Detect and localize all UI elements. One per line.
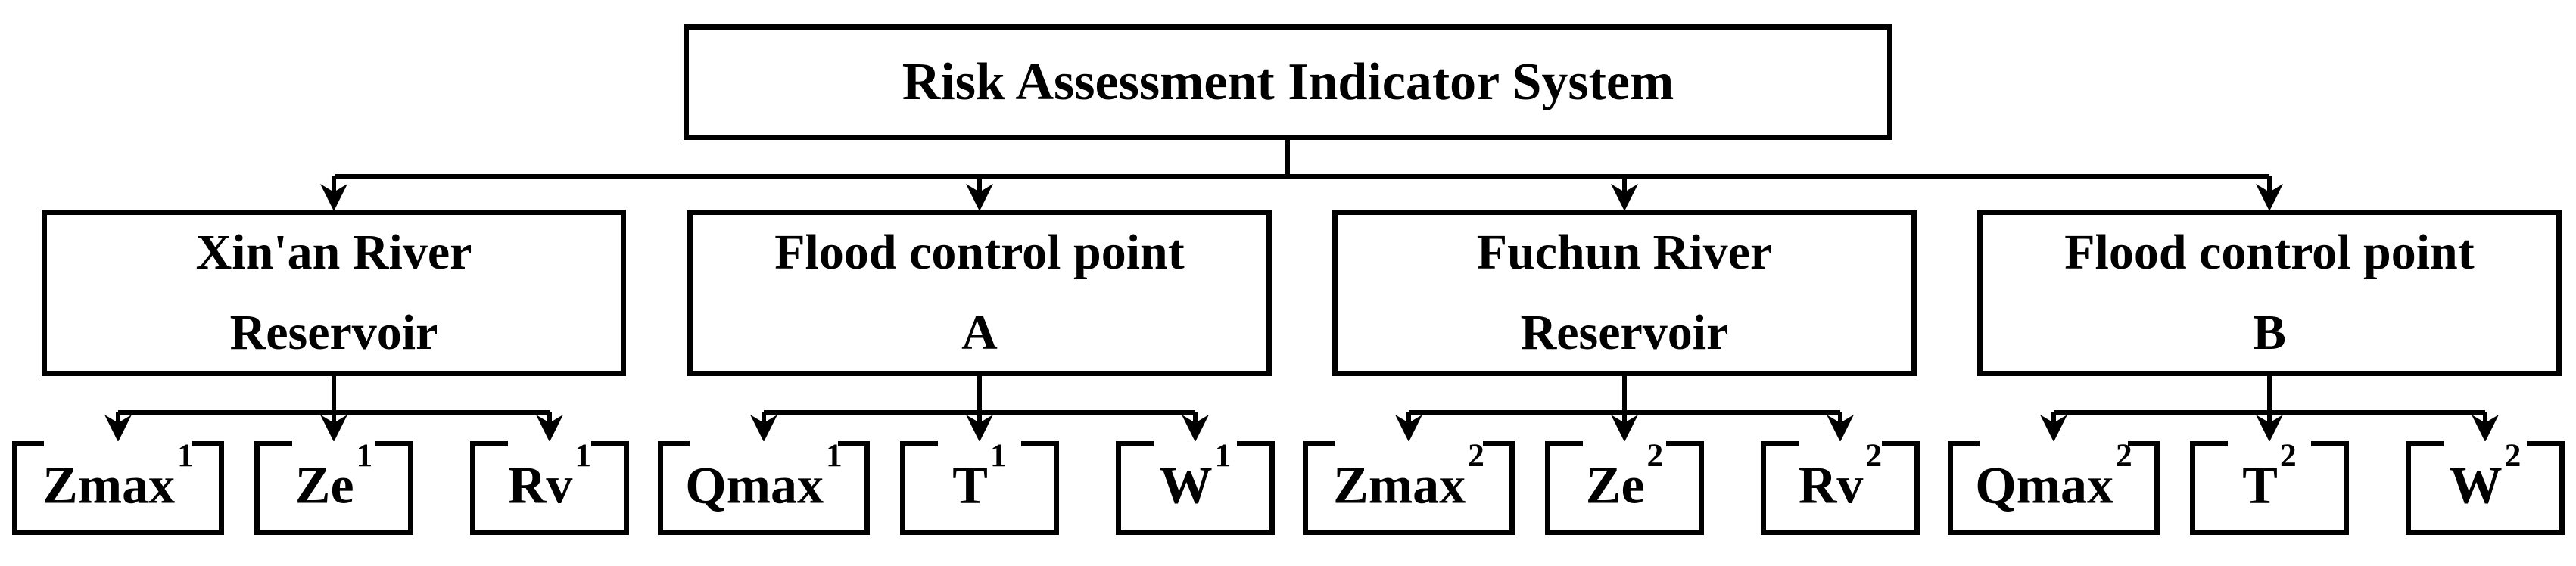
leaf-node-zmax2: Zmax2 [1303, 440, 1515, 535]
leaf-drop-connector [2483, 412, 2487, 428]
leaf-label-base: T [2242, 456, 2278, 515]
leaf-label-base: Rv [507, 456, 573, 515]
root-stem-connector [1285, 140, 1290, 179]
leaf-label-superscript: 2 [1646, 437, 1664, 474]
leaf-drop-connector [2051, 412, 2056, 428]
group-node-label-line1: Flood control point [774, 225, 1185, 280]
group-node-xinan-river-reservoir: Xin'an River Reservoir [42, 210, 626, 376]
leaf-label: Qmax2 [1975, 440, 2132, 515]
leaf-label: Zmax2 [1333, 440, 1484, 515]
leaf-drop-connector [1838, 412, 1842, 428]
group-node-label-line2: Reservoir [1520, 305, 1729, 360]
leaf-label: Qmax1 [685, 440, 842, 515]
leaf-label: T2 [2242, 440, 2296, 515]
leaf-node-qmax1: Qmax1 [658, 440, 870, 535]
group-node-label-line1: Flood control point [2064, 225, 2475, 280]
leaf-label-superscript: 1 [990, 437, 1007, 474]
leaf-label-base: Ze [294, 456, 354, 515]
leaf-node-qmax2: Qmax2 [1948, 440, 2160, 535]
leaf-drop-connector [332, 412, 336, 428]
leaf-label: W2 [2449, 440, 2521, 515]
leaf-node-w1: W1 [1116, 440, 1275, 535]
group-node-label-line2: Reservoir [229, 305, 438, 360]
group-node-flood-control-point-b: Flood control point B [1977, 210, 2562, 376]
group1-stem-connector [332, 376, 336, 415]
leaf-drop-connector [547, 412, 552, 428]
group1-drop-connector [332, 176, 336, 195]
leaf-drop-connector [977, 412, 982, 428]
group2-drop-connector [977, 176, 982, 195]
leaf-node-ze2: Ze2 [1545, 440, 1704, 535]
leaf-label-base: T [952, 456, 988, 515]
leaf-label: Zmax1 [42, 440, 194, 515]
leaf-label-superscript: 1 [1214, 437, 1232, 474]
leaf-label-superscript: 1 [575, 437, 592, 474]
leaf-drop-connector [1622, 412, 1627, 428]
leaf-label-base: Qmax [1975, 456, 2114, 515]
leaf-drop-connector [762, 412, 766, 428]
leaf-label: W1 [1159, 440, 1232, 515]
root-node: Risk Assessment Indicator System [684, 24, 1892, 140]
group4-drop-connector [2267, 176, 2272, 195]
leaf-label: T1 [952, 440, 1006, 515]
level1-rail-connector [335, 174, 2269, 179]
leaf-label-superscript: 2 [1468, 437, 1484, 474]
group-node-flood-control-point-a: Flood control point A [687, 210, 1272, 376]
leaf-node-t2: T2 [2190, 440, 2349, 535]
leaf-label-base: Zmax [42, 456, 176, 515]
leaf-label: Rv2 [1798, 440, 1882, 515]
group-node-label-line2: A [961, 305, 998, 360]
group2-stem-connector [977, 376, 982, 415]
group-node-label-line2: B [2252, 305, 2287, 360]
leaf-label-superscript: 2 [2116, 437, 2132, 474]
leaf-label-base: W [2449, 456, 2503, 515]
leaf-drop-connector [2267, 412, 2272, 428]
leaf-label-superscript: 1 [177, 437, 194, 474]
group3-drop-connector [1622, 176, 1627, 195]
group4-stem-connector [2267, 376, 2272, 415]
leaf-label: Ze1 [294, 440, 372, 515]
leaf-label-superscript: 2 [2504, 437, 2521, 474]
leaf-label-base: Qmax [685, 456, 824, 515]
group-node-label-line1: Xin'an River [195, 225, 472, 280]
leaf-node-rv2: Rv2 [1761, 440, 1920, 535]
leaf-label-superscript: 2 [2280, 437, 2297, 474]
leaf-node-zmax1: Zmax1 [12, 440, 224, 535]
leaf-drop-connector [1406, 412, 1411, 428]
group-node-fuchun-river-reservoir: Fuchun River Reservoir [1332, 210, 1917, 376]
leaf-label: Rv1 [507, 440, 591, 515]
leaf-label-base: Rv [1798, 456, 1864, 515]
leaf-label-base: Zmax [1333, 456, 1466, 515]
leaf-label-superscript: 1 [826, 437, 843, 474]
leaf-node-ze1: Ze1 [254, 440, 413, 535]
root-node-label: Risk Assessment Indicator System [902, 52, 1674, 111]
group3-stem-connector [1622, 376, 1627, 415]
leaf-label-superscript: 1 [356, 437, 373, 474]
leaf-node-t1: T1 [900, 440, 1059, 535]
leaf-node-rv1: Rv1 [470, 440, 629, 535]
leaf-label-superscript: 2 [1865, 437, 1883, 474]
group-node-label-line1: Fuchun River [1476, 225, 1773, 280]
leaf-label-base: Ze [1585, 456, 1645, 515]
leaf-drop-connector [116, 412, 120, 428]
leaf-drop-connector [1193, 412, 1198, 428]
leaf-label: Ze2 [1585, 440, 1663, 515]
leaf-label-base: W [1159, 456, 1213, 515]
leaf-node-w2: W2 [2406, 440, 2565, 535]
